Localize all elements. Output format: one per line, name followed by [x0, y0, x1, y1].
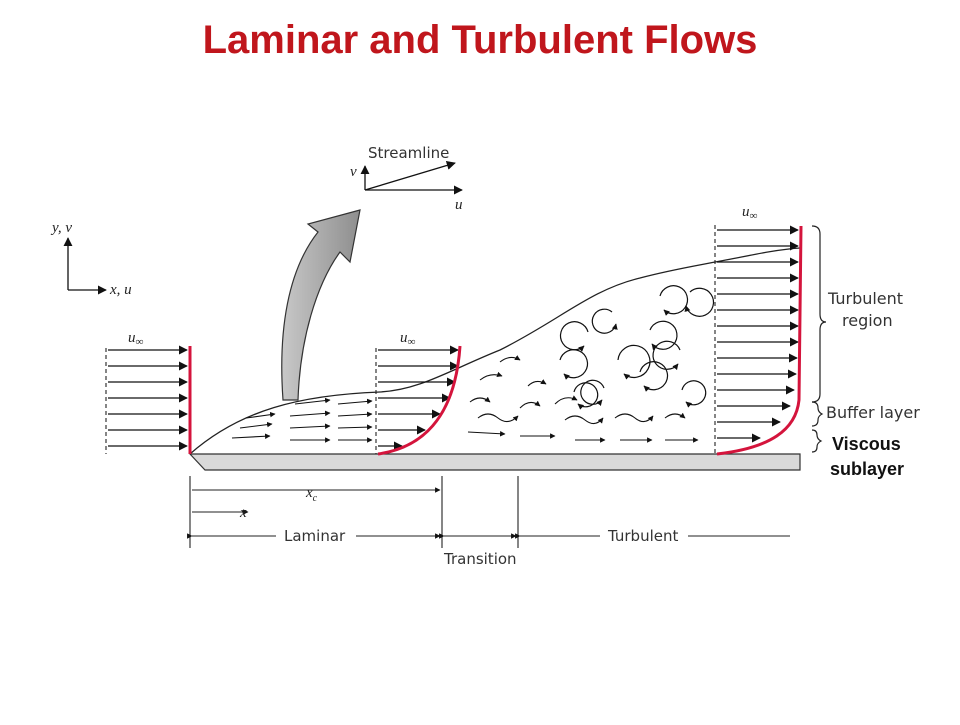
transition-flow-arrows: [467, 355, 699, 443]
laminar-label: Laminar: [284, 527, 346, 545]
laminar-flow-arrows: [231, 397, 373, 443]
dimension-lines: [187, 476, 790, 548]
turbulent-velocity-profile: [717, 225, 799, 443]
viscous-sublayer-label: Viscous sublayer: [830, 434, 906, 479]
y-v-label: y, v: [50, 220, 72, 236]
u-inf-label-1: u∞: [128, 330, 144, 348]
v-label: v: [350, 164, 357, 180]
u-label: u: [455, 197, 463, 213]
page-title: Laminar and Turbulent Flows: [202, 18, 758, 62]
region-braces: [811, 225, 827, 453]
streamline-label: Streamline: [368, 144, 449, 162]
transition-label: Transition: [443, 550, 517, 568]
station-lines: [105, 225, 716, 454]
inlet-velocity-profile: [108, 345, 188, 451]
turbulent-label: Turbulent: [607, 527, 678, 545]
u-inf-label-2: u∞: [400, 330, 416, 348]
curved-arrow-icon: [281, 209, 361, 401]
x-label: x: [239, 505, 247, 521]
streamline-inset: Streamline v u: [350, 144, 463, 213]
flat-plate: [188, 453, 801, 471]
x-u-label: x, u: [109, 282, 132, 298]
turbulent-region-label: Turbulent region: [827, 289, 908, 330]
xc-label: xc: [305, 485, 318, 504]
laminar-profile-curve: [377, 345, 462, 456]
turbulent-profile-curve: [716, 225, 803, 456]
u-inf-label-3: u∞: [742, 204, 758, 222]
eddy-icon: [559, 285, 715, 410]
laminar-velocity-profile: [378, 345, 459, 451]
coordinate-axes: y, v x, u: [50, 220, 132, 298]
buffer-layer-label: Buffer layer: [826, 403, 920, 422]
